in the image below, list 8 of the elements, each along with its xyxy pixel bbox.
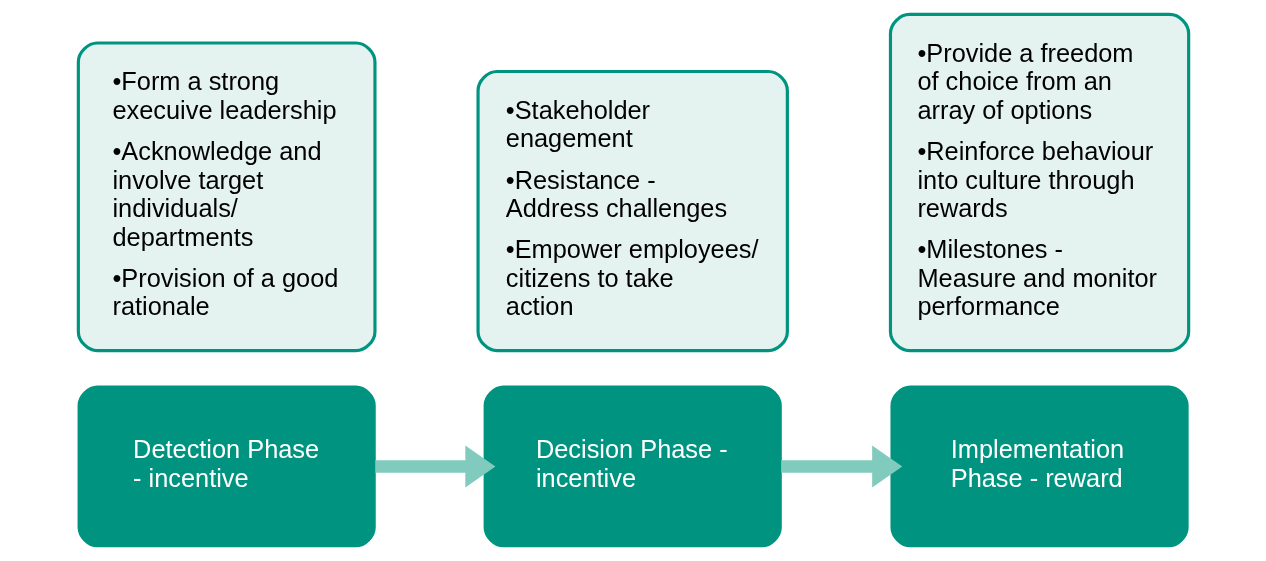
node-box: Detection Phase - incentive bbox=[77, 385, 376, 548]
node-box: Decision Phase - incentive bbox=[483, 385, 782, 548]
node-box: •Stakeholder enagement •Resistance - Address challenges •Empower employees/ citizens to take action bbox=[475, 69, 789, 353]
arrow bbox=[780, 445, 902, 488]
node-box: •Form a strong execuive leadership •Acknowledge and involve target individuals/ departments •Provision of a good rationale bbox=[76, 41, 377, 353]
node-box: Implementation Phase - reward bbox=[889, 385, 1189, 548]
node-box: •Provide a freedom of choice from an array of options •Reinforce behaviour into culture through rewards •Milestones - Measure and monitor performance bbox=[888, 12, 1190, 353]
arrow bbox=[374, 445, 495, 488]
